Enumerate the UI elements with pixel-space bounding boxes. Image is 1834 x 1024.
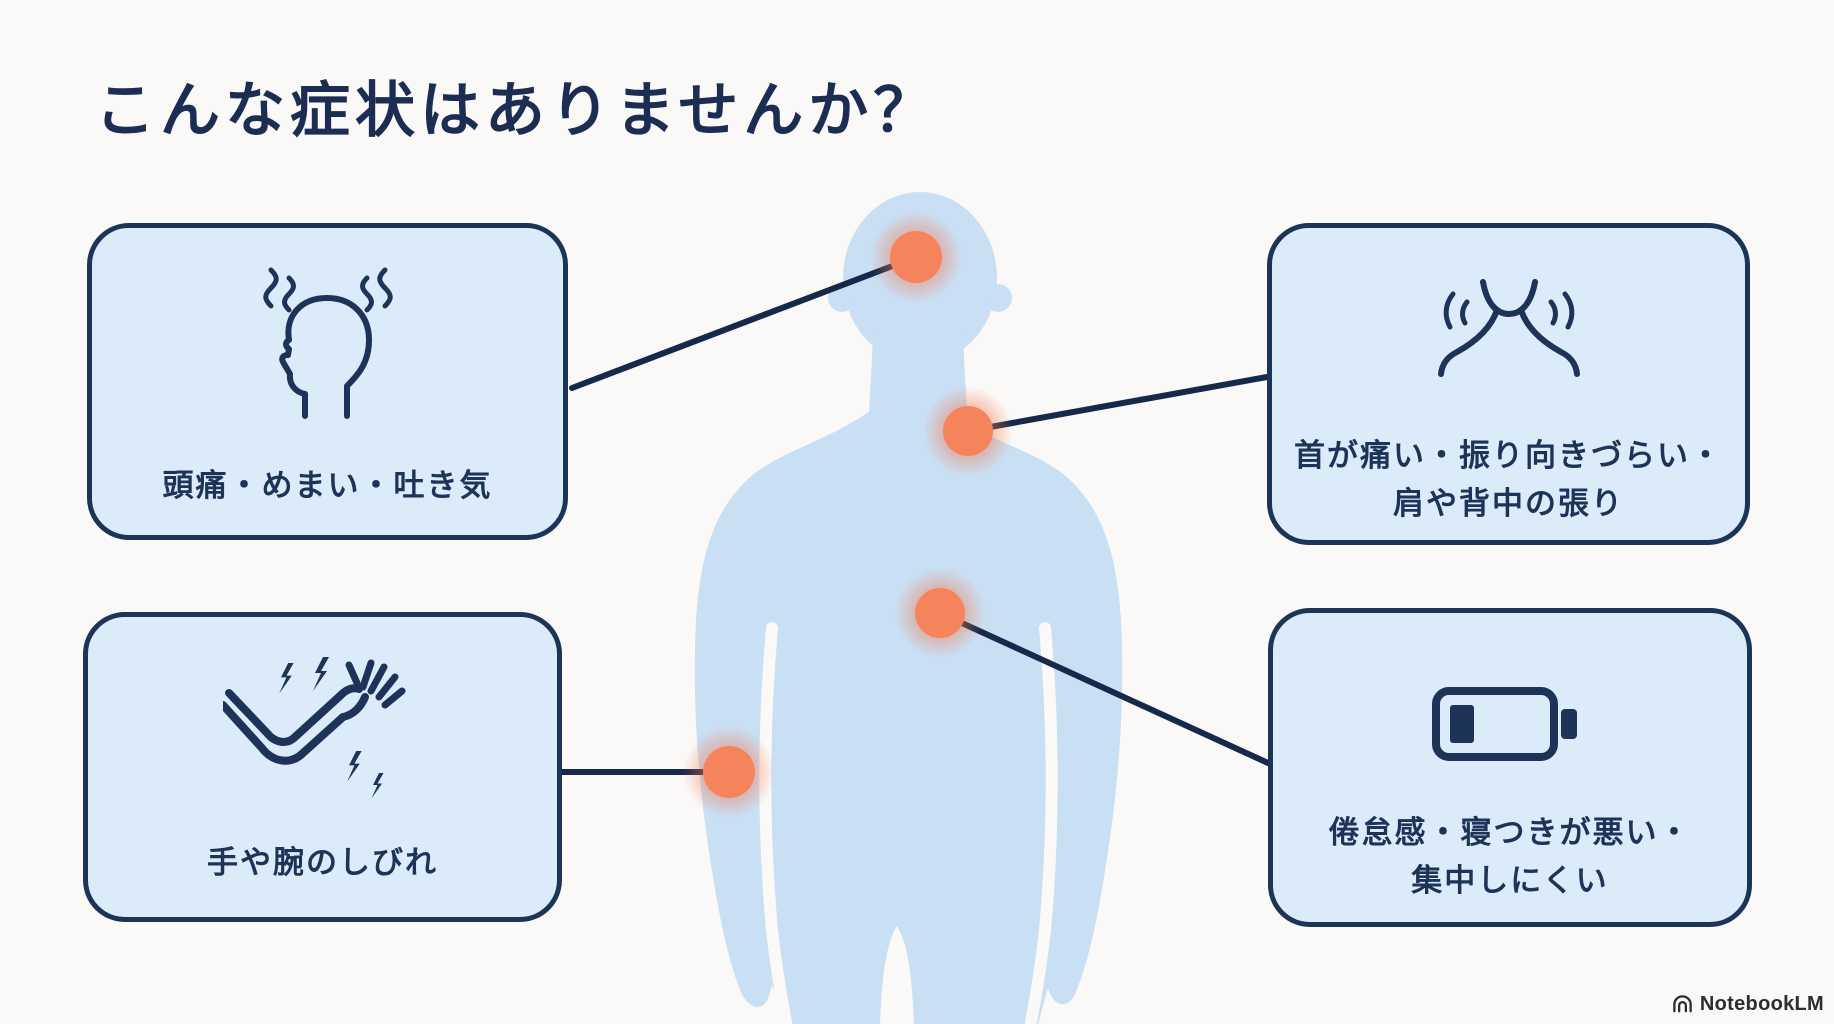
numb-arm-lightning-icon (222, 657, 405, 799)
neck-shoulder-pain-marker (923, 386, 1013, 476)
notebooklm-arcs-icon (1673, 995, 1692, 1013)
upper-back-pain-marker (895, 568, 985, 658)
connector-neck (965, 374, 1270, 434)
symptom-label-neck-line1: 首が痛い・振り向きづらい・ (1294, 438, 1723, 473)
connector-headache (569, 254, 919, 391)
head-pain-marker (870, 211, 962, 303)
symptom-label-neck-line2: 肩や背中の張り (1393, 486, 1624, 521)
notebooklm-branding: NotebookLM (1671, 993, 1824, 1016)
symptom-card-fatigue: 倦怠感・寝つきが悪い・ 集中しにくい (1268, 608, 1752, 927)
symptom-card-neck: 首が痛い・振り向きづらい・ 肩や背中の張り (1267, 223, 1750, 545)
connector-upper-back (937, 610, 1271, 766)
symptom-label-arm: 手や腕のしびれ (207, 845, 438, 880)
symptom-card-arm: 手や腕のしびれ (83, 612, 562, 922)
arm-separation-lines (759, 622, 1058, 1024)
stressed-head-icon (262, 267, 393, 419)
page-title: こんな症状はありませんか？ (95, 77, 939, 144)
symptom-label-neck: 首が痛い・振り向きづらい・ 肩や背中の張り (1272, 432, 1745, 528)
elbow-pain-marker (683, 726, 775, 818)
tense-neck-shoulders-icon (1437, 279, 1580, 377)
notebooklm-logo-text: NotebookLM (1699, 993, 1824, 1015)
pain-markers (683, 211, 1013, 818)
low-battery-icon (1432, 687, 1577, 761)
symptom-label-fatigue: 倦怠感・寝つきが悪い・ 集中しにくい (1273, 809, 1747, 905)
symptom-label-fatigue-line2: 集中しにくい (1411, 863, 1609, 898)
connector-lines (559, 254, 1271, 775)
symptom-card-headache: 頭痛・めまい・吐き気 (87, 223, 568, 540)
symptom-label-fatigue-line1: 倦怠感・寝つきが悪い・ (1328, 815, 1692, 850)
symptom-label-headache: 頭痛・めまい・吐き気 (162, 468, 493, 503)
